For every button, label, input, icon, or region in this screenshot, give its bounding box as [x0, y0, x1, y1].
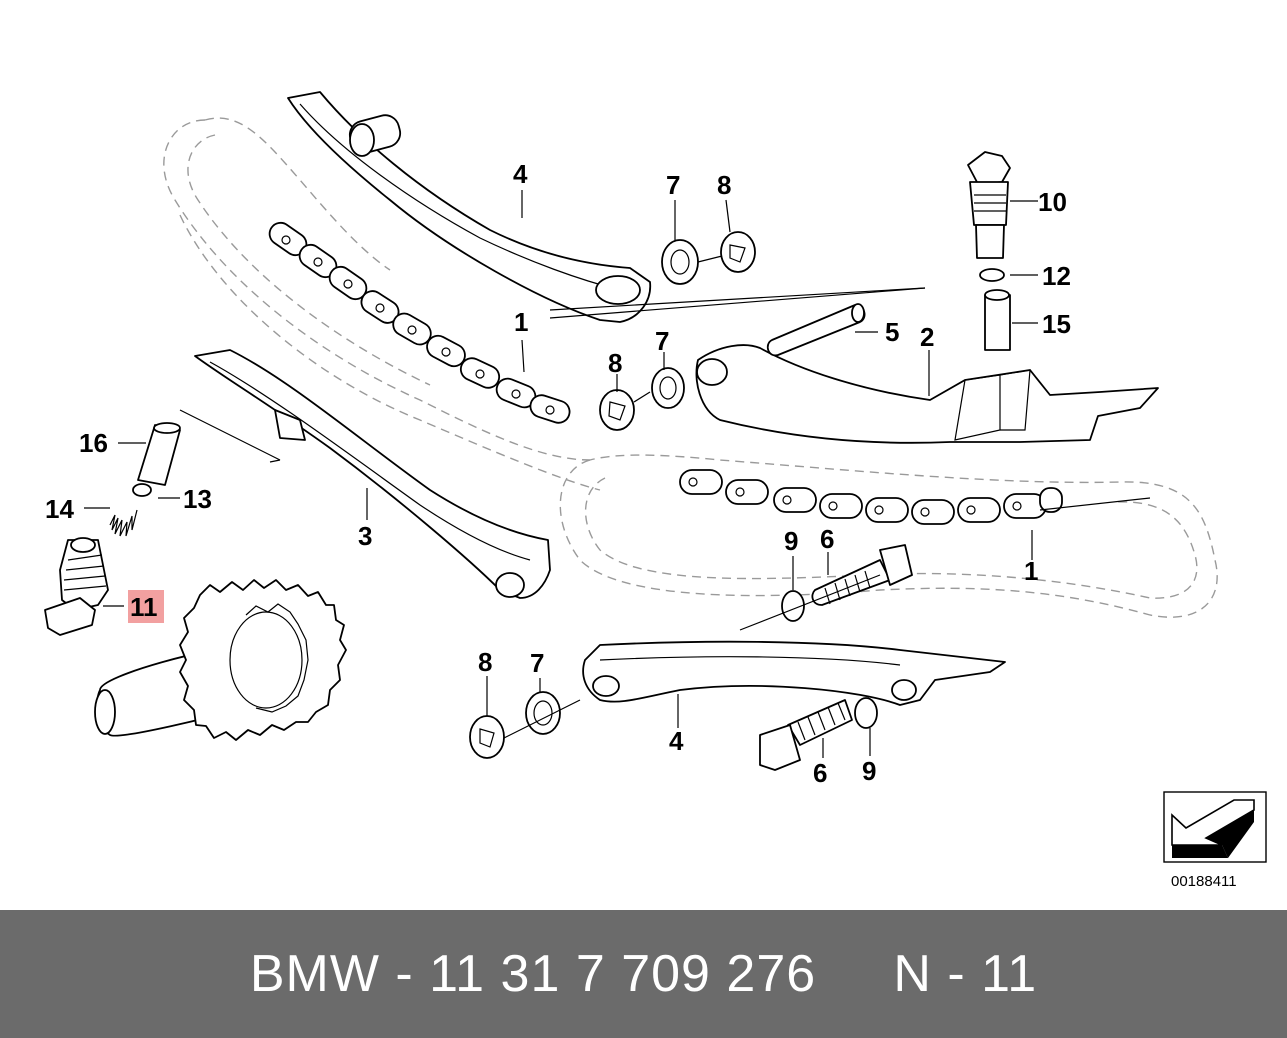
ring-part-12	[979, 268, 1005, 282]
callout-8-mid: 8	[608, 348, 622, 378]
tensioner-bolt-part-11	[44, 537, 109, 636]
callout-11: 11	[130, 592, 158, 622]
callout-8-bottom: 8	[478, 647, 492, 677]
footer-bar: BMW - 11 31 7 709 276 N - 11	[0, 910, 1287, 1038]
ring-part-9-mid	[781, 590, 805, 622]
bolt-part-6-bottom	[759, 699, 853, 771]
washer-part-7-bottom	[525, 691, 561, 735]
washer-part-7-top	[661, 239, 699, 285]
callout-10: 10	[1038, 187, 1067, 217]
callout-4-bottom: 4	[669, 726, 684, 756]
callout-labels: 4 7 8 10 12 15 1 5 2 7 8 16 13 14 3 9 6 …	[45, 159, 1071, 788]
guide-rail-lower	[582, 640, 1006, 706]
guide-rail-right	[695, 344, 1159, 444]
callout-7-top: 7	[666, 170, 680, 200]
leader-lines	[84, 190, 1151, 758]
camshaft-sprockets	[94, 579, 347, 741]
highlight-box-part-11	[128, 590, 164, 623]
part-number-text: BMW - 11 31 7 709 276 N - 11	[249, 945, 1038, 1003]
ring-part-13	[132, 483, 152, 497]
callout-9-bottom: 9	[862, 756, 876, 786]
chain-outline-upper	[163, 117, 601, 491]
callout-1-right: 1	[1024, 556, 1038, 586]
clip-part-8-mid	[599, 389, 635, 431]
callout-7-mid: 7	[655, 326, 669, 356]
washer-part-7-mid	[651, 367, 685, 409]
chain-outline-lower	[559, 454, 1218, 618]
bolt-part-10	[967, 151, 1011, 259]
callout-2: 2	[920, 322, 934, 352]
tensioner-rail	[194, 349, 551, 599]
callout-7-bottom: 7	[530, 648, 544, 678]
callout-14: 14	[45, 494, 74, 524]
timing-chain-lower	[679, 469, 1063, 525]
callout-13: 13	[183, 484, 212, 514]
callout-6-mid: 6	[820, 524, 834, 554]
clip-part-8-top	[720, 231, 756, 273]
spring-part-14	[109, 509, 138, 537]
pin-part-5	[766, 303, 866, 357]
clip-part-8-bottom	[469, 715, 505, 759]
callout-12: 12	[1042, 261, 1071, 291]
guide-rail-upper	[287, 91, 652, 323]
arrow-left-down-icon	[1171, 799, 1255, 858]
ring-part-9-bottom	[854, 697, 878, 729]
callout-16: 16	[79, 428, 108, 458]
callout-5: 5	[885, 317, 899, 347]
nav-arrow-box[interactable]	[1163, 791, 1267, 863]
diagram-number: 00188411	[1171, 873, 1237, 890]
callout-6-bottom: 6	[813, 758, 827, 788]
sleeve-part-16	[137, 422, 181, 486]
callout-9-mid: 9	[784, 526, 798, 556]
callout-1-top: 1	[514, 307, 528, 337]
sleeve-part-15	[984, 289, 1011, 351]
callout-4-top: 4	[513, 159, 528, 189]
parts-diagram: 4 7 8 10 12 15 1 5 2 7 8 16 13 14 3 9 6 …	[44, 91, 1267, 890]
callout-15: 15	[1042, 309, 1071, 339]
callout-8-top: 8	[717, 170, 731, 200]
callout-3: 3	[358, 521, 372, 551]
timing-chain-upper	[268, 221, 571, 424]
